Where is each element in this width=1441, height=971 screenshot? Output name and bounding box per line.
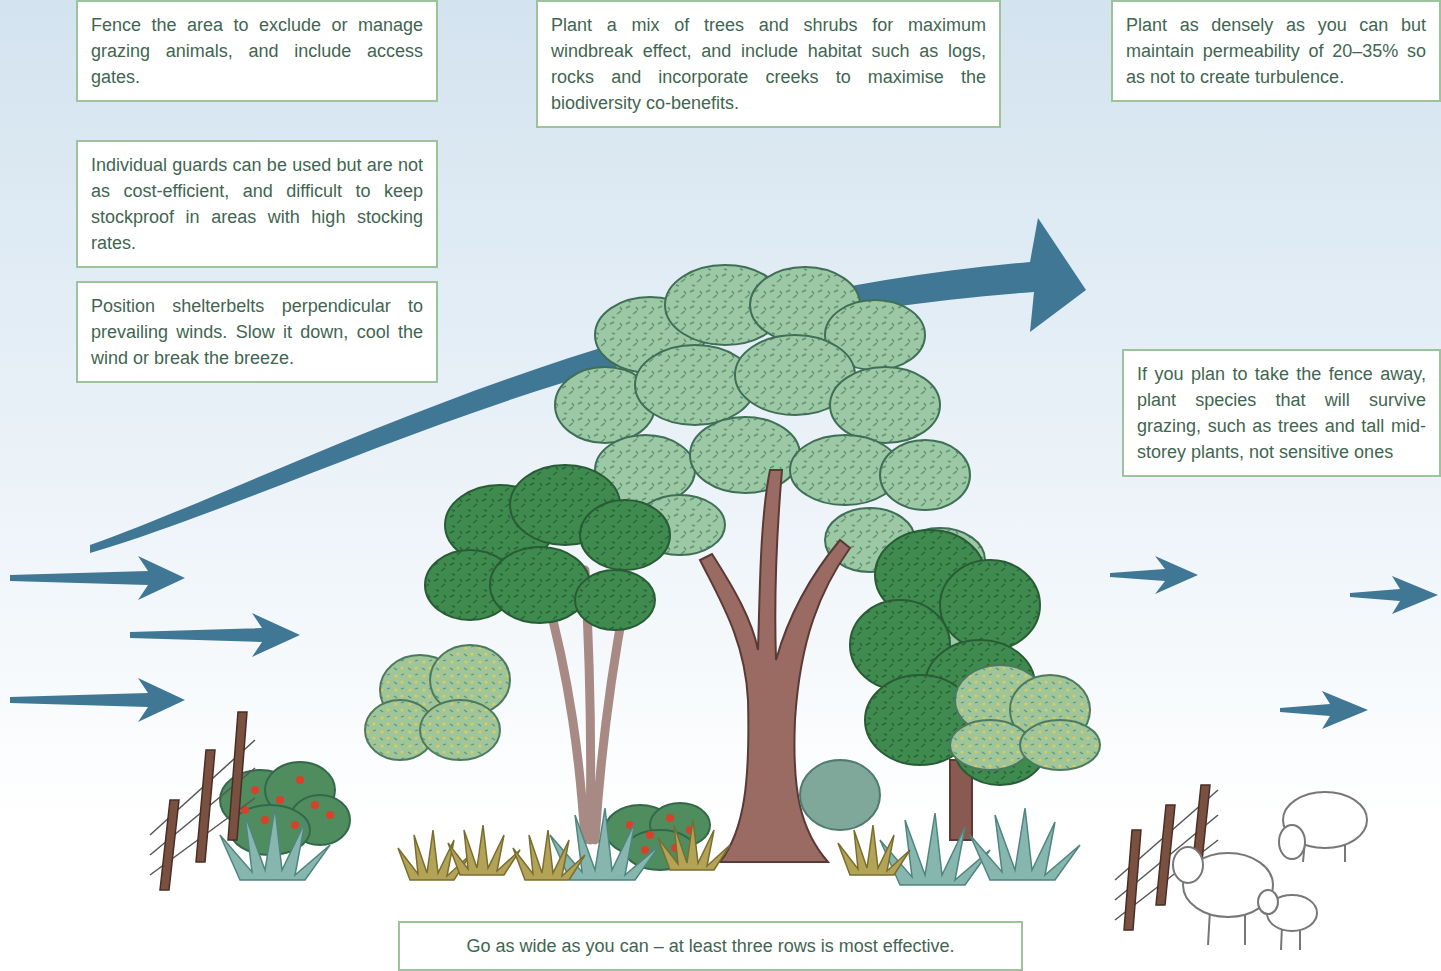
note-text: Go as wide as you can – at least three r… (413, 933, 1008, 959)
tree-canopy (940, 560, 1040, 650)
tree-canopy (880, 440, 970, 510)
tree-canopy (575, 570, 655, 630)
fence-post (228, 712, 247, 840)
grass-tuft (970, 808, 1080, 880)
flower-dots (261, 816, 269, 824)
grass-tuft (220, 808, 1080, 885)
tree-canopy (830, 367, 940, 443)
fence-post (160, 800, 179, 890)
note-text: Plant as densely as you can but maintain… (1126, 12, 1426, 90)
fence-wire (150, 740, 1218, 920)
fence-post (196, 750, 215, 862)
sheep (1279, 825, 1305, 859)
note-text: Individual guards can be used but are no… (91, 152, 423, 256)
fence-post (1124, 830, 1141, 930)
note-box: Plant a mix of trees and shrubs for maxi… (536, 0, 1001, 128)
wind-arrow (10, 678, 185, 722)
grass-tuft (838, 825, 910, 875)
grass-tuft (398, 820, 910, 880)
note-text: Plant a mix of trees and shrubs for maxi… (551, 12, 986, 116)
tree-canopy (850, 530, 1045, 785)
shrub (950, 720, 1030, 770)
wind-arrow (1350, 576, 1438, 614)
grass-tuft (880, 813, 990, 885)
shrub (800, 760, 880, 830)
note-box: Fence the area to exclude or manage graz… (76, 0, 438, 102)
note-text: If you plan to take the fence away, plan… (1137, 361, 1426, 465)
note-box: If you plan to take the fence away, plan… (1122, 349, 1441, 477)
tree-canopy (490, 547, 590, 623)
note-text: Position shelterbelts perpendicular to p… (91, 293, 423, 371)
wind-arrow (90, 218, 1086, 553)
wind-arrow (130, 613, 300, 657)
flower-dots (251, 786, 259, 794)
sheep (1173, 792, 1367, 950)
flower-dots (326, 811, 334, 819)
note-text: Fence the area to exclude or manage graz… (91, 12, 423, 90)
tree-canopy (690, 417, 800, 493)
sheep (1173, 847, 1203, 883)
grass-tuft (448, 825, 520, 875)
grass-tuft (513, 830, 585, 880)
fence-post (160, 712, 1210, 930)
wind-arrow (1280, 691, 1368, 729)
note-box: Individual guards can be used but are no… (76, 140, 438, 268)
grass-tuft (658, 820, 730, 870)
tree-canopy (425, 465, 670, 630)
note-box: Go as wide as you can – at least three r… (398, 921, 1023, 971)
shrub (1020, 720, 1100, 770)
sheep (1258, 890, 1278, 914)
note-box: Plant as densely as you can but maintain… (1111, 0, 1441, 102)
flower-dots (276, 796, 284, 804)
flower-dots (296, 776, 304, 784)
wind-arrow (10, 556, 1438, 729)
flower-dots (641, 846, 649, 854)
flower-dots (646, 831, 654, 839)
shrub (365, 645, 1100, 770)
flower-dots (666, 814, 674, 822)
shrub (420, 700, 500, 760)
flower-dots (311, 801, 319, 809)
flower-dots (291, 821, 299, 829)
wind-arrow (1110, 556, 1198, 594)
tree-trunk (545, 590, 585, 840)
note-box: Position shelterbelts perpendicular to p… (76, 281, 438, 383)
tree-canopy (580, 500, 670, 570)
wind-arrow (10, 556, 185, 600)
tree-trunk (595, 600, 625, 840)
fence-post (1156, 805, 1175, 905)
